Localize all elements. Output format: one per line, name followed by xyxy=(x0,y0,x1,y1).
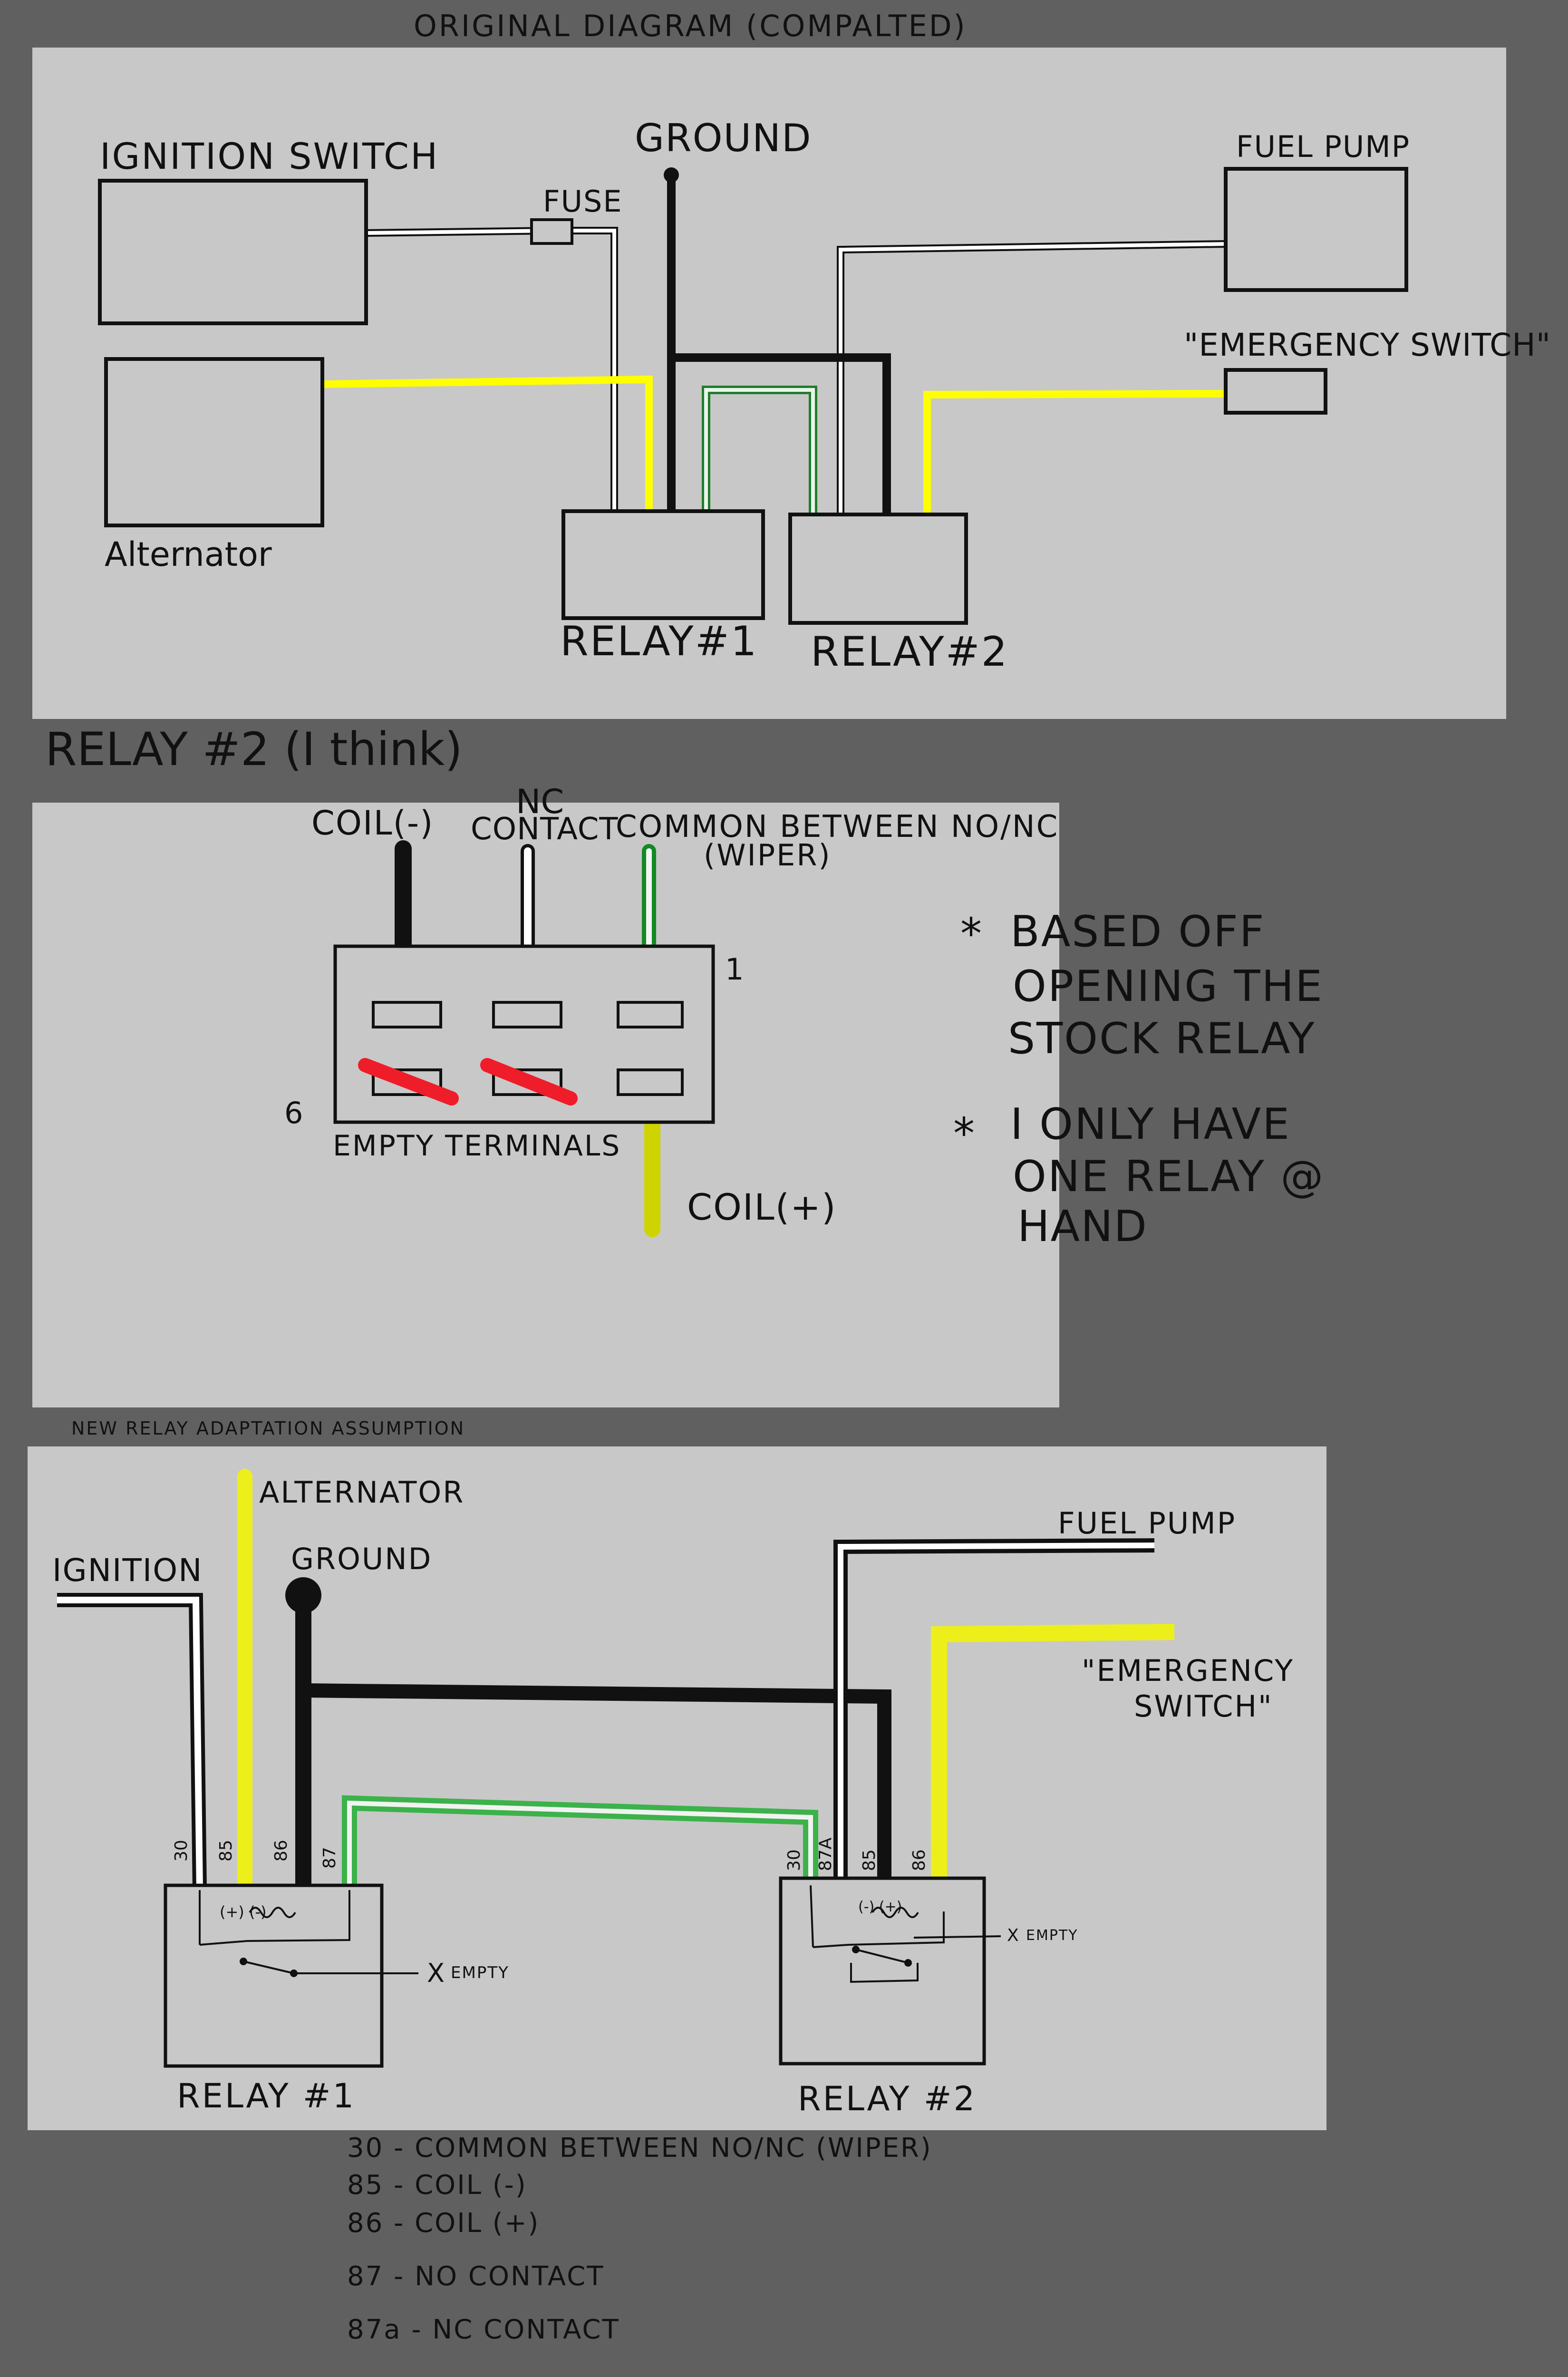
fuse-label: FUSE xyxy=(543,184,623,219)
ground-label-new: GROUND xyxy=(291,1542,432,1576)
terminal-bottom-2 xyxy=(492,1068,562,1096)
note-1-line-2: OPENING THE xyxy=(1013,961,1324,1011)
terminal-bottom-3 xyxy=(617,1068,684,1096)
empty-terminal-strike-2 xyxy=(480,1058,578,1106)
emergency-label-line1: "EMERGENCY xyxy=(1082,1653,1294,1688)
contact-label: CONTACT xyxy=(471,812,619,847)
note-1: * BASED OFF OPENING THE STOCK RELAY xyxy=(960,907,1324,1064)
pin6-label: 6 xyxy=(284,1096,303,1130)
fuel-pump-label: FUEL PUMP xyxy=(1236,129,1410,164)
r1-coil-marks: (+) (-) xyxy=(220,1903,266,1921)
r2-pin-85: 85 xyxy=(860,1849,879,1871)
legend-line-87a: 87a - NC CONTACT xyxy=(347,2314,620,2345)
emergency-switch-wire xyxy=(923,390,1226,514)
note-2-line-2: ONE RELAY @ xyxy=(1013,1152,1325,1202)
new-relay1-label: RELAY #1 xyxy=(177,2076,356,2115)
ground-label: GROUND xyxy=(635,116,812,160)
r2-coil-marks: (-) (+) xyxy=(858,1899,902,1915)
relay-link-wire xyxy=(702,386,817,514)
r1-ignition-wire xyxy=(57,1593,207,1891)
relay2-box xyxy=(788,513,968,625)
terminal-bottom-1 xyxy=(372,1068,442,1096)
coil-neg-label: COIL(-) xyxy=(311,804,434,843)
relay2-label: RELAY#2 xyxy=(811,628,1008,676)
new-relay2-label: RELAY #2 xyxy=(798,2079,977,2118)
coil-pos-label: COIL(+) xyxy=(687,1186,837,1228)
terminal-top-1 xyxy=(372,1001,442,1028)
relay2-body xyxy=(333,944,715,1124)
note-2-line-1: I ONLY HAVE xyxy=(1010,1099,1291,1149)
alternator-box xyxy=(104,357,324,527)
wiper-label: (WIPER) xyxy=(704,838,832,873)
r1-pin-86: 86 xyxy=(271,1840,291,1862)
r2-pin-87a: 87A xyxy=(816,1837,835,1871)
relay-link-wire-new xyxy=(342,1795,818,1888)
ignition-wire xyxy=(366,227,618,511)
fuel-pump-label-new: FUEL PUMP xyxy=(1058,1506,1236,1541)
note-1-star: * xyxy=(960,909,982,959)
pin1-label: 1 xyxy=(725,952,744,987)
note-1-line-3: STOCK RELAY xyxy=(1008,1014,1316,1064)
r2-fuel-pump-wire xyxy=(833,1538,1155,1885)
fuel-pump-wire xyxy=(837,240,1226,514)
empty-terminal-strike-1 xyxy=(358,1058,459,1106)
empty-terminals-label: EMPTY TERMINALS xyxy=(333,1129,621,1163)
ground-wire xyxy=(664,167,891,514)
r1-pin-87: 87 xyxy=(320,1847,339,1869)
note-2-star: * xyxy=(953,1109,975,1159)
terminal-top-3 xyxy=(617,1001,684,1028)
legend-line-87: 87 - NO CONTACT xyxy=(347,2261,605,2292)
r1-pin-85: 85 xyxy=(216,1840,236,1862)
r2-x-mark: X xyxy=(1007,1926,1019,1945)
legend-line-85: 85 - COIL (-) xyxy=(347,2170,527,2201)
r2-emergency-wire xyxy=(931,1624,1175,1885)
fuel-pump-box xyxy=(1224,167,1408,292)
r1-pin-30: 30 xyxy=(172,1840,191,1862)
section3-title: NEW RELAY ADAPTATION ASSUMPTION xyxy=(71,1418,465,1439)
section1-title: ORIGINAL DIAGRAM (COMPALTED) xyxy=(414,9,967,43)
relay1-label: RELAY#1 xyxy=(560,618,758,665)
emergency-switch-label: "EMERGENCY SWITCH" xyxy=(1184,327,1551,363)
alternator-label-new: ALTERNATOR xyxy=(259,1475,465,1510)
new-relay1-box xyxy=(164,1883,384,2068)
ignition-switch-box xyxy=(98,179,368,325)
r1-empty-label: EMPTY xyxy=(451,1963,509,1982)
r2-pin-86: 86 xyxy=(910,1849,929,1871)
ground-bus-wire xyxy=(285,1577,891,1890)
r2-pin-30: 30 xyxy=(784,1849,804,1871)
note-1-line-1: BASED OFF xyxy=(1010,907,1266,957)
relay1-box xyxy=(561,509,765,620)
emergency-label-line2: SWITCH" xyxy=(1134,1689,1273,1724)
note-2-line-3: HAND xyxy=(1017,1202,1148,1252)
legend-line-86: 86 - COIL (+) xyxy=(347,2208,540,2239)
ignition-label: IGNITION xyxy=(52,1552,203,1589)
emergency-switch-box xyxy=(1224,368,1327,415)
terminal-top-2 xyxy=(492,1001,562,1028)
relay2-detail-svg: COIL(-) NC CONTACT COMMON BETWEEN NO/NC … xyxy=(284,782,1325,1252)
original-diagram-svg: IGNITION SWITCH FUSE GROUND FUEL PUMP "E… xyxy=(98,116,1551,676)
nc-label: NC xyxy=(516,782,564,821)
new-relay2-internals xyxy=(810,1885,1001,1983)
note-2: * I ONLY HAVE ONE RELAY @ HAND xyxy=(953,1099,1325,1252)
section2-title: RELAY #2 (I think) xyxy=(45,723,463,776)
alternator-wire xyxy=(322,375,653,511)
r1-x-mark: X xyxy=(427,1958,445,1988)
r2-empty-label: EMPTY xyxy=(1026,1927,1078,1944)
new-relay1-internals xyxy=(199,1890,418,1977)
legend-line-30: 30 - COMMON BETWEEN NO/NC (WIPER) xyxy=(347,2133,932,2164)
alternator-label: Alternator xyxy=(105,535,272,574)
common-label: COMMON BETWEEN NO/NC xyxy=(616,809,1059,844)
fuse-symbol xyxy=(530,218,573,245)
ignition-switch-label: IGNITION SWITCH xyxy=(100,135,439,177)
